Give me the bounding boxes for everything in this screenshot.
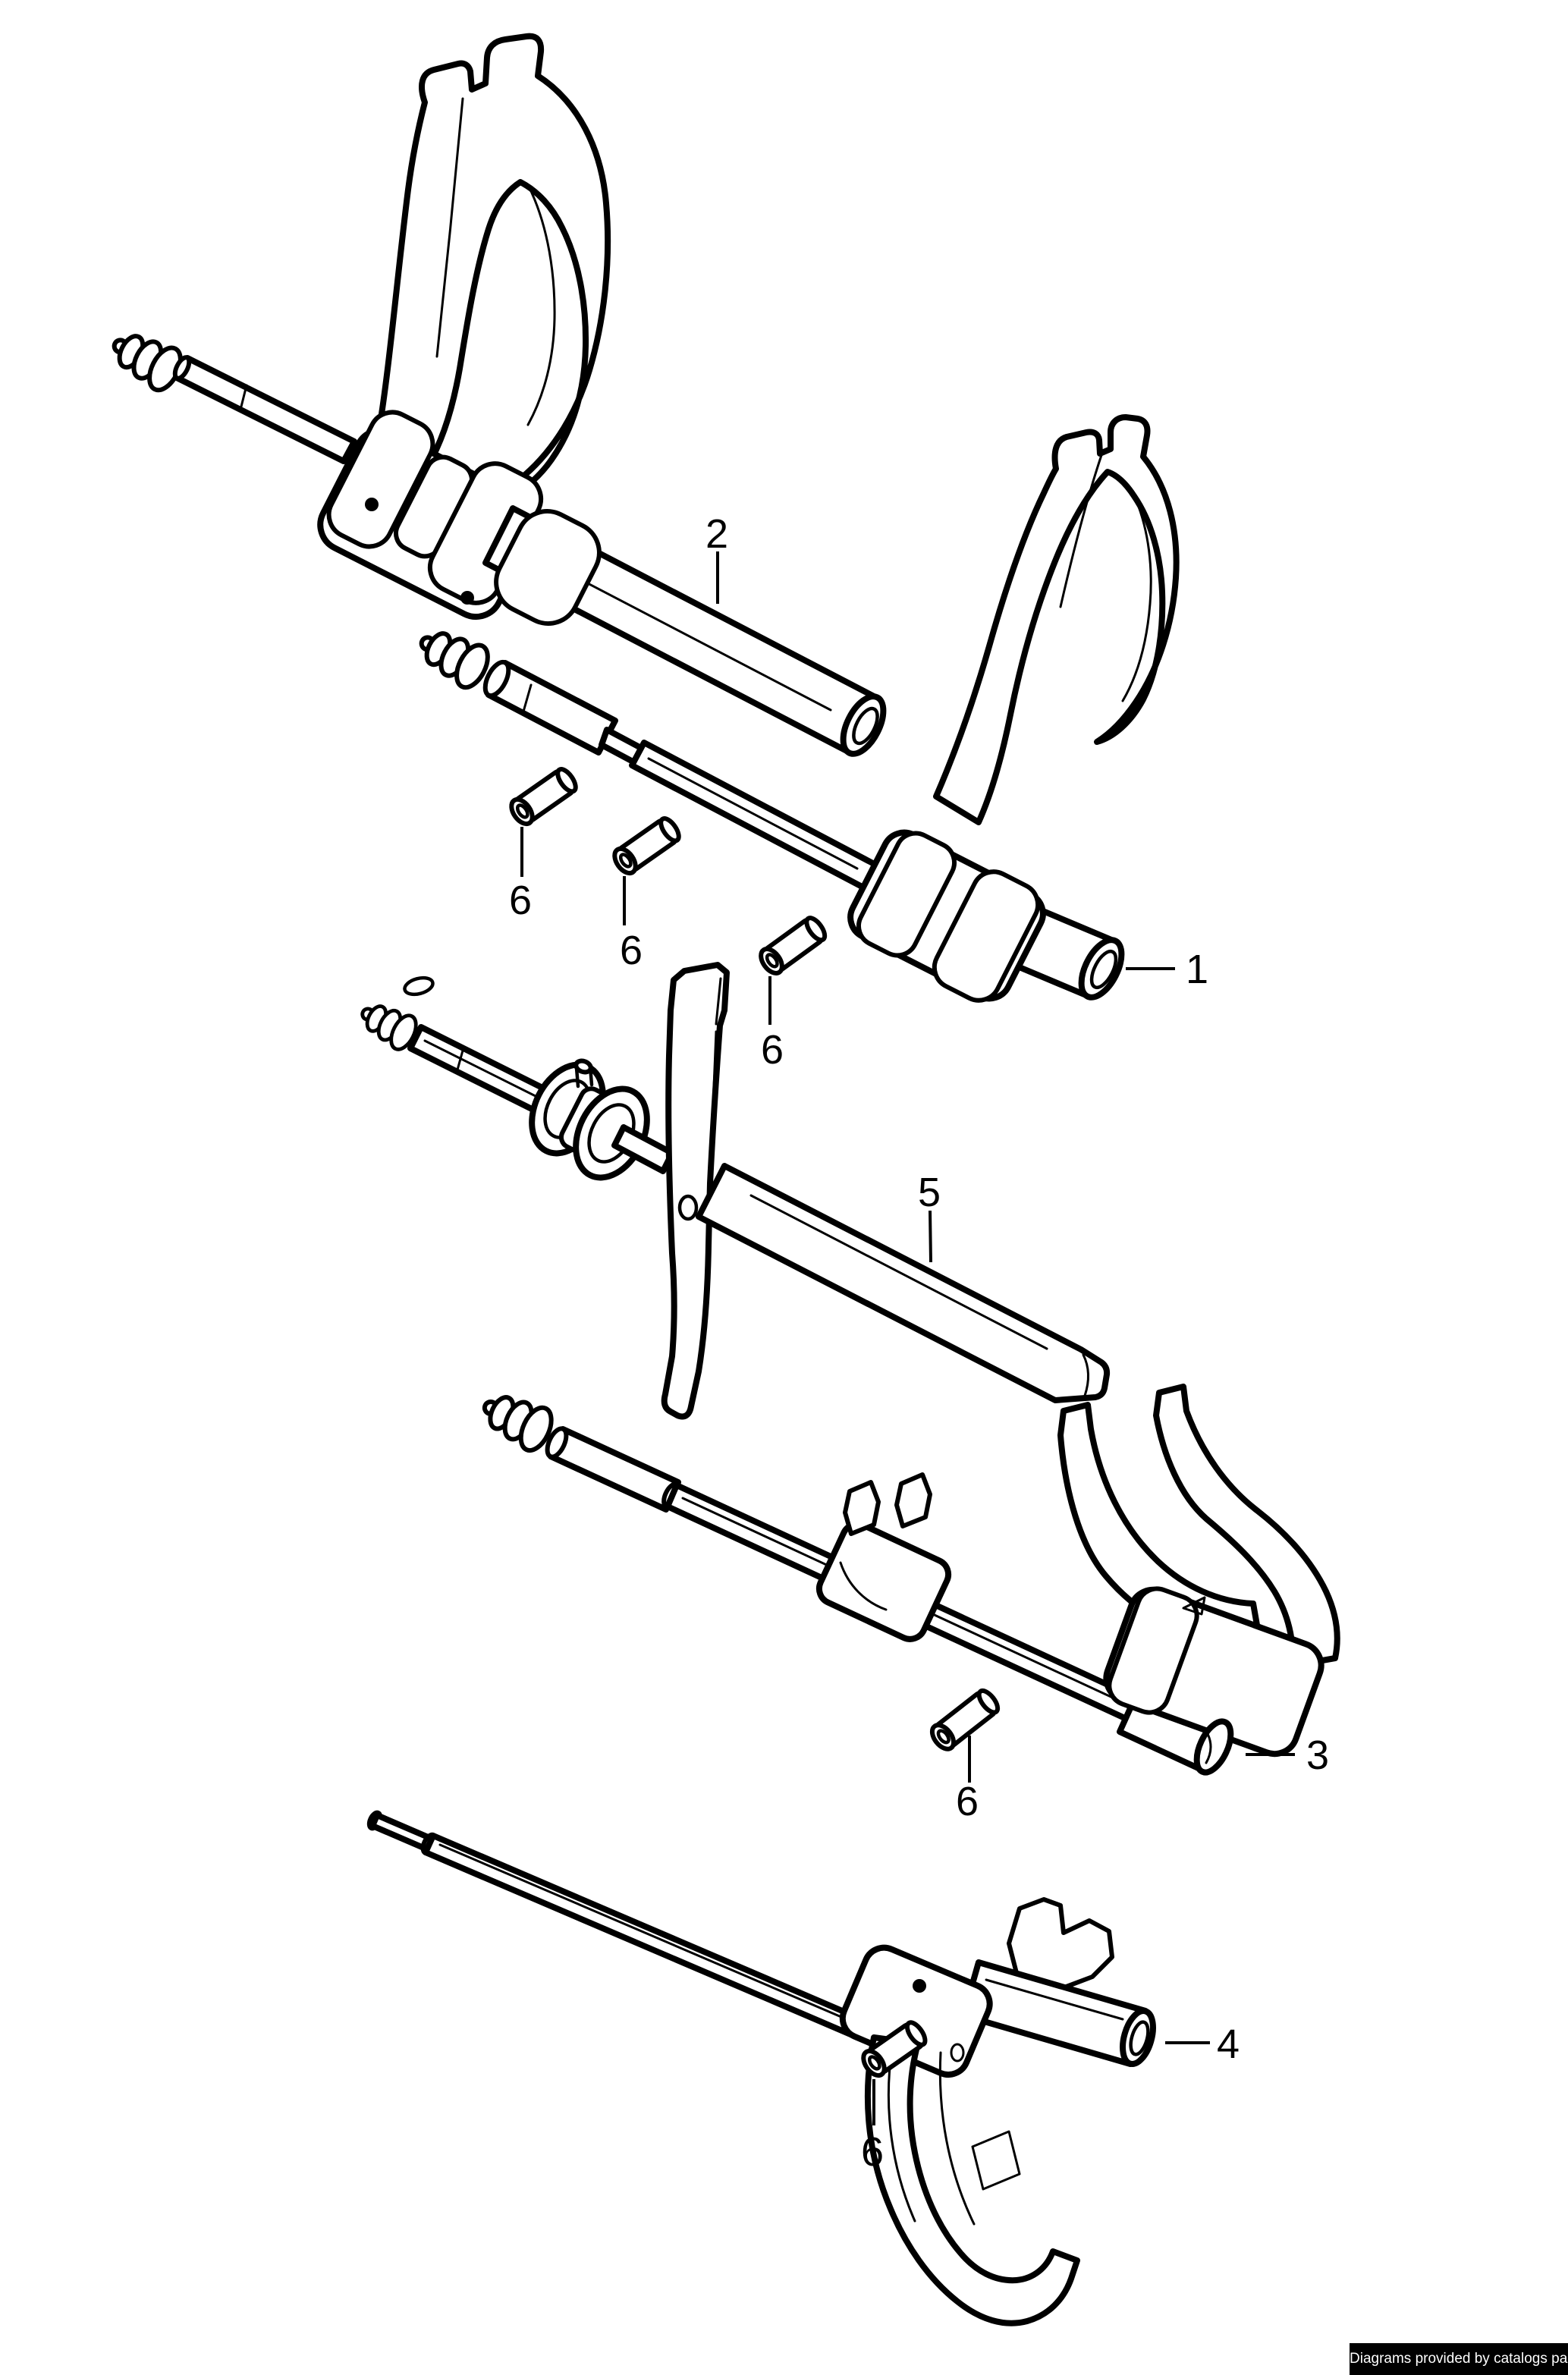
roll-pin-6 (612, 816, 681, 876)
part-number-label-1-4: 1 (1186, 947, 1208, 992)
o-ring (403, 975, 435, 997)
rod-sleeve (494, 509, 602, 626)
part-number-label-2-0: 2 (705, 511, 728, 557)
spring-washers-top-left (112, 334, 183, 393)
spring-washers-rod-3 (482, 1395, 554, 1453)
spring-washers-rod-1 (419, 631, 490, 690)
assembly-shift-rod-3 (482, 1384, 1340, 1776)
footer-credit-bar: Diagrams provided by catalogs parts (1350, 2343, 1568, 2375)
shift-rod-2-left-section (174, 355, 357, 464)
part-number-label-3-6: 3 (1306, 1733, 1329, 1778)
part-number-label-6-3: 6 (761, 1027, 784, 1073)
shift-fork-4-hook (839, 1897, 1156, 2326)
roll-pin-6 (861, 2020, 928, 2078)
roll-pin-6 (509, 767, 578, 827)
assembly-shift-rod-4 (366, 1810, 1156, 2326)
pin-hole-dot (460, 591, 474, 605)
roll-pin-6 (759, 916, 828, 975)
shift-rod-2 (365, 498, 887, 757)
rod-clamp (815, 1472, 952, 1642)
part-number-callouts: 2 6 6 6 1 5 3 6 4 6 (509, 511, 1329, 2175)
assembly-top-shift-rods (112, 33, 1180, 1003)
roll-pin-6 (929, 1688, 1001, 1751)
part-number-label-5-5: 5 (918, 1170, 941, 1215)
pin-hole-dot (365, 498, 379, 511)
part-number-label-6-1: 6 (509, 878, 532, 923)
pin-hole-dot (913, 1979, 926, 1993)
part-number-label-6-7: 6 (956, 1779, 979, 1824)
part-number-label-4-8: 4 (1217, 2022, 1240, 2067)
shift-fork-upper-right (847, 414, 1180, 1003)
shift-rod-1 (419, 631, 883, 893)
orientation-arrow (1182, 1596, 1206, 1616)
assembly-selector-arm-5 (360, 962, 1111, 1420)
part-number-label-6-9: 6 (861, 2129, 884, 2175)
spring-washers-arm-5 (360, 1004, 418, 1051)
shift-fork-3 (1057, 1384, 1340, 1776)
roll-pin (573, 1058, 594, 1089)
shift-rod-5 (696, 1163, 1111, 1403)
callout-leader-line-5 (929, 1210, 932, 1263)
roll-pins-6 (509, 767, 1001, 2078)
part-number-label-6-2: 6 (620, 928, 643, 973)
